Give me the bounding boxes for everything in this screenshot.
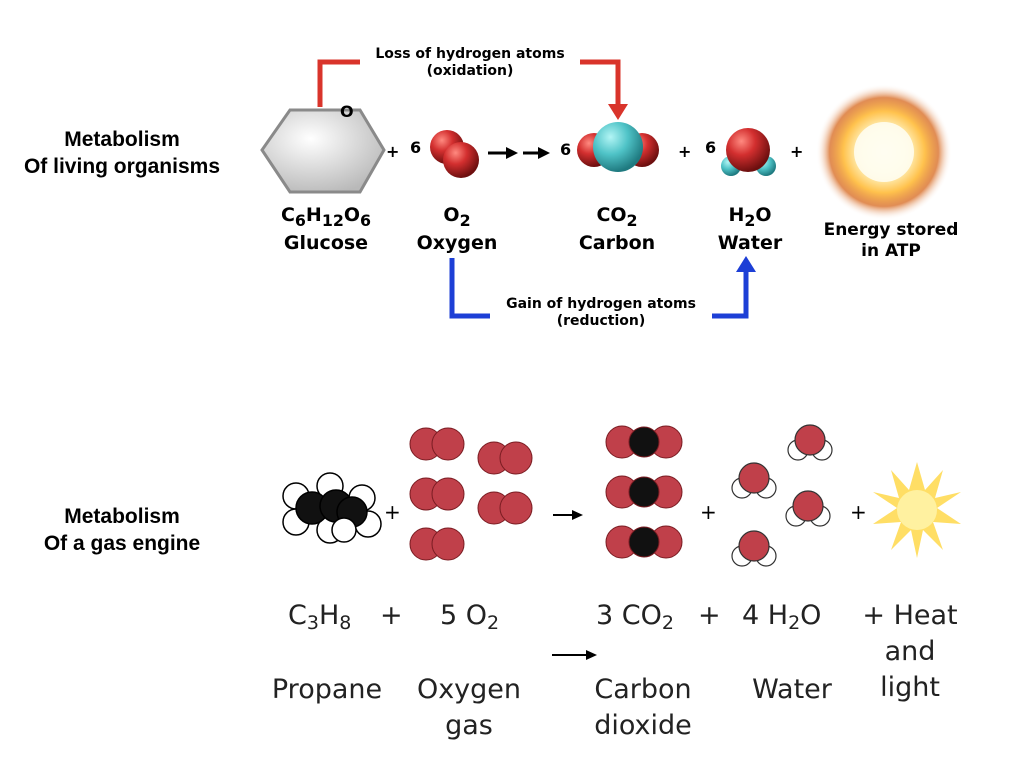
carbon-name: Carbon [578, 231, 656, 254]
plus-1: + [386, 142, 400, 161]
water-gas-formula: 4 H2O [742, 600, 822, 634]
co2-name-line1: Carbon [594, 674, 692, 705]
heat-line2: and [884, 636, 936, 667]
co2-formula: 3 CO2 [596, 600, 674, 634]
water-coefficient: 6 [705, 138, 717, 157]
heat-line3: light [880, 672, 940, 703]
oxygen-label: O2 Oxygen [402, 204, 512, 255]
carbon-dioxide-molecule-icon [577, 122, 659, 172]
glucose-ring-icon [260, 108, 386, 194]
energy-label: Energy stored in ATP [806, 220, 976, 262]
co2-coefficient: 6 [560, 140, 572, 159]
engine-plus-1: + [384, 500, 401, 524]
heat-light-label: + Heat and light [850, 598, 970, 706]
plus-2: + [678, 142, 692, 161]
carbon-label: CO2 Carbon [562, 204, 672, 255]
water-formula: H2O [728, 204, 772, 230]
glucose-formula: C6H12O6 [280, 204, 372, 230]
carbon-dioxide-molecules-icon [605, 425, 683, 559]
oxidation-label: Loss of hydrogen atoms (oxidation) [360, 46, 580, 80]
organisms-section-title: Metabolism Of living organisms [2, 126, 242, 180]
energy-label-line1: Energy stored [823, 220, 959, 240]
water-molecule-icon [721, 128, 776, 176]
reduction-label-line2: (reduction) [556, 313, 646, 329]
glucose-name: Glucose [283, 231, 369, 254]
engine-formula-plus-2: + [698, 600, 721, 631]
oxygen-name: Oxygen [416, 231, 498, 254]
engine-plus-2: + [700, 500, 717, 524]
engine-formula-plus-1: + [380, 600, 403, 631]
engine-title-line1: Metabolism [64, 505, 180, 528]
oxygen-gas-name: Oxygen gas [404, 672, 534, 744]
water-name: Water [717, 231, 783, 254]
glucose-ring-atom: O [340, 102, 354, 121]
propane-name: Propane [271, 674, 383, 705]
oxygen-gas-formula: 5 O2 [440, 600, 500, 634]
engine-section-title: Metabolism Of a gas engine [2, 503, 242, 557]
glucose-label: C6H12O6 Glucose [262, 204, 390, 255]
reduction-arrowhead [736, 256, 756, 272]
reduction-label: Gain of hydrogen atoms (reduction) [490, 296, 712, 330]
organisms-title-line1: Metabolism [64, 128, 180, 151]
reduction-label-line1: Gain of hydrogen atoms [506, 296, 696, 312]
oxygen-gas-name-line1: Oxygen [416, 674, 522, 705]
oxygen-formula: O2 [443, 204, 471, 230]
carbon-formula: CO2 [596, 204, 638, 230]
organisms-title-line2: Of living organisms [23, 155, 221, 178]
heat-line1: + Heat [862, 600, 958, 631]
co2-name-line2: dioxide [594, 710, 692, 741]
oxygen-gas-molecules-icon [409, 427, 533, 561]
oxygen-coefficient: 6 [410, 138, 422, 157]
energy-burst-icon [816, 84, 952, 220]
heat-light-burst-icon [873, 462, 961, 558]
oxygen-gas-name-line2: gas [445, 710, 493, 741]
oxidation-arrowhead [608, 104, 628, 120]
water-molecules-icon [731, 424, 833, 567]
propane-molecule-icon [282, 472, 382, 544]
energy-label-line2: in ATP [861, 241, 921, 261]
engine-title-line2: Of a gas engine [43, 532, 201, 555]
oxidation-arrow [317, 59, 621, 108]
oxidation-label-line1: Loss of hydrogen atoms [375, 46, 565, 62]
engine-plus-3: + [850, 500, 867, 524]
plus-3: + [790, 142, 804, 161]
reduction-arrow [449, 258, 749, 319]
oxygen-molecule-icon [430, 130, 479, 178]
propane-formula: C3H8 [288, 600, 352, 634]
water-gas-name: Water [752, 674, 832, 705]
co2-name: Carbon dioxide [578, 672, 708, 744]
engine-formula-arrow [552, 650, 597, 660]
oxidation-label-line2: (oxidation) [426, 63, 514, 79]
water-label: H2O Water [700, 204, 800, 255]
